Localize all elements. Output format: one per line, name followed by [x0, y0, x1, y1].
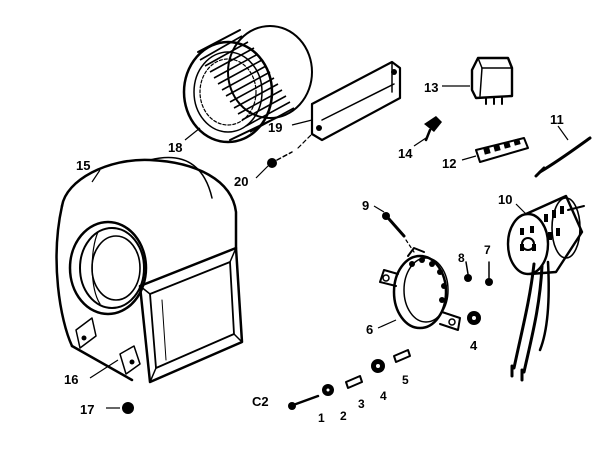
motor-mount-ring: [379, 247, 461, 331]
callout-4-right: 4: [470, 338, 478, 353]
callout-12: 12: [442, 156, 456, 171]
callout-6: 6: [366, 322, 373, 337]
terminal-block: [475, 137, 529, 163]
callout-17: 17: [80, 402, 94, 417]
leader-lines: [89, 85, 569, 409]
callout-13: 13: [424, 80, 438, 95]
callout-labels: 18 19 20 13 14 12 11 10 9 8 7 6 4 5 4 3 …: [64, 80, 564, 425]
small-screw-7: [485, 261, 493, 286]
mount-stud: [382, 212, 415, 253]
motor-lead-wire: [534, 136, 592, 178]
housing-screw: [122, 402, 134, 414]
callout-2: 2: [340, 409, 347, 423]
bolt: [288, 394, 320, 410]
callout-14: 14: [398, 146, 413, 161]
callout-4-left: 4: [380, 389, 387, 403]
rubber-grommet-right: [467, 311, 481, 325]
small-nut-8: [464, 261, 472, 282]
callout-1: 1: [318, 411, 325, 425]
callout-8: 8: [458, 251, 465, 265]
rubber-grommet-left: [371, 359, 385, 373]
wire-clip: [424, 116, 442, 142]
callout-3: 3: [358, 397, 365, 411]
callout-19: 19: [268, 120, 282, 135]
callout-C2: C2: [252, 394, 269, 409]
callout-7: 7: [484, 243, 491, 257]
blower-motor: [506, 194, 585, 382]
washer: [322, 384, 334, 396]
callout-20: 20: [234, 174, 248, 189]
callout-10: 10: [498, 192, 512, 207]
bracket-screw: [267, 133, 313, 168]
spacer: [393, 349, 411, 363]
callout-15: 15: [76, 158, 90, 173]
callout-18: 18: [168, 140, 182, 155]
blower-housing: [55, 156, 244, 384]
motor-mount-bracket: [310, 60, 402, 142]
blower-wheel: [182, 25, 313, 144]
callout-11: 11: [550, 112, 564, 127]
callout-9: 9: [362, 198, 369, 213]
callout-5: 5: [402, 373, 409, 387]
capacitor: [470, 56, 514, 105]
callout-16: 16: [64, 372, 78, 387]
sleeve: [345, 375, 363, 389]
